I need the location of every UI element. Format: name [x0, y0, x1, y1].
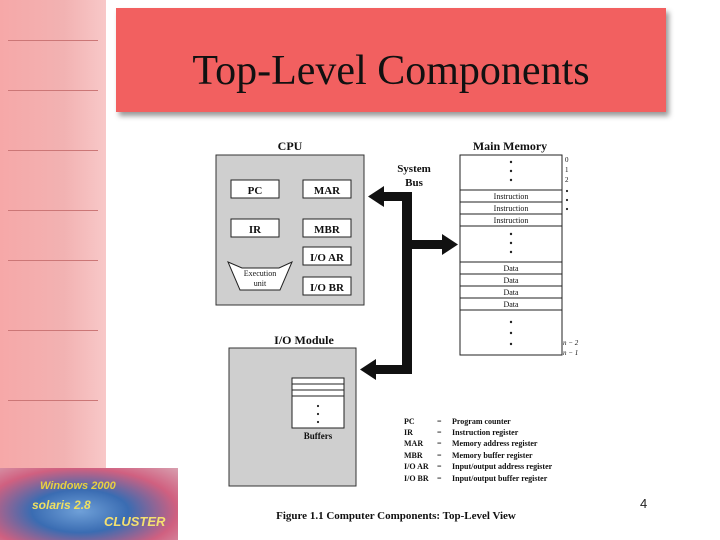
slide-title: Top-Level Components	[192, 48, 590, 94]
legend-eq: =	[437, 439, 442, 448]
legend-eq: =	[437, 428, 442, 437]
register-ir-label: IR	[249, 224, 262, 236]
memory-row: Instruction	[494, 216, 529, 225]
execution-unit: Execution unit	[227, 261, 293, 291]
memory-row: Data	[503, 288, 519, 297]
cluster-logo: Windows 2000 solaris 2.8 CLUSTER	[0, 468, 178, 540]
page-number: 4	[640, 496, 648, 511]
legend-eq: =	[437, 451, 442, 460]
legend: PC = Program counter IR = Instruction re…	[404, 417, 553, 483]
address-label: n − 2	[563, 339, 579, 347]
system-bus	[360, 186, 458, 380]
memory-row: Instruction	[494, 192, 529, 201]
legend-desc: Memory address register	[452, 439, 538, 448]
legend-abbr: IR	[404, 428, 413, 437]
register-mbr: MBR	[302, 218, 352, 238]
memory-row: Data	[503, 300, 519, 309]
legend-desc: Memory buffer register	[452, 451, 533, 460]
execution-unit-line1: Execution	[244, 269, 276, 278]
register-mbr-label: MBR	[314, 224, 341, 236]
legend-abbr: PC	[404, 417, 415, 426]
register-mar-label: MAR	[314, 185, 341, 197]
legend-eq: =	[437, 417, 442, 426]
register-io-ar: I/O AR	[302, 246, 352, 266]
legend-abbr: I/O BR	[404, 474, 429, 483]
legend-desc: Program counter	[452, 417, 511, 426]
memory-row: Data	[503, 264, 519, 273]
title-banner: Top-Level Components	[116, 8, 666, 112]
execution-unit-line2: unit	[254, 279, 267, 288]
figure-caption: Figure 1.1 Computer Components: Top-Leve…	[276, 510, 516, 522]
memory-row: Instruction	[494, 204, 529, 213]
logo-text-solaris: solaris 2.8	[32, 498, 91, 512]
legend-eq: =	[437, 462, 442, 471]
system-bus-label-line2: Bus	[405, 177, 423, 189]
register-io-br: I/O BR	[302, 276, 352, 296]
address-label: 2	[565, 176, 569, 184]
register-pc: PC	[230, 179, 280, 199]
register-mar: MAR	[302, 179, 352, 199]
register-pc-label: PC	[248, 185, 263, 197]
logo-text-windows: Windows 2000	[40, 480, 116, 492]
legend-eq: =	[437, 474, 442, 483]
decorative-sidebar	[0, 0, 106, 468]
legend-desc: Input/output address register	[452, 462, 553, 471]
buffers	[291, 377, 345, 429]
register-io-ar-label: I/O AR	[310, 252, 345, 264]
register-io-br-label: I/O BR	[310, 282, 345, 294]
address-label: n − 1	[563, 349, 578, 357]
address-label: 0	[565, 156, 569, 164]
legend-abbr: MBR	[404, 451, 423, 460]
logo-text-cluster: CLUSTER	[104, 514, 166, 529]
cpu-title: CPU	[278, 139, 303, 153]
buffers-label: Buffers	[304, 431, 333, 441]
register-ir: IR	[230, 218, 280, 238]
io-module-title: I/O Module	[274, 333, 334, 347]
legend-abbr: MAR	[404, 439, 423, 448]
legend-abbr: I/O AR	[404, 462, 429, 471]
memory-row: Data	[503, 276, 519, 285]
legend-desc: Input/output buffer register	[452, 474, 548, 483]
main-memory	[459, 154, 563, 356]
main-memory-title: Main Memory	[473, 139, 547, 153]
legend-desc: Instruction register	[452, 428, 519, 437]
address-label: 1	[565, 166, 569, 174]
system-bus-label-line1: System	[397, 163, 431, 175]
